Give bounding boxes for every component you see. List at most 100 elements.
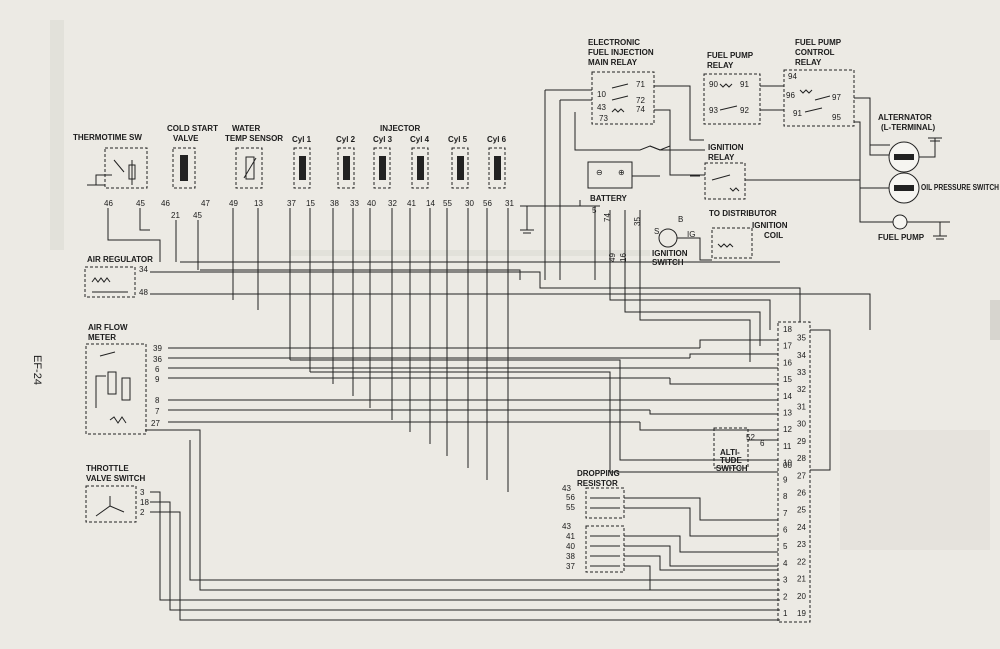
connector-pin: 12 <box>783 425 792 434</box>
altitude-label-1: ALTI- <box>720 448 740 457</box>
dropping-pin: 41 <box>566 532 575 541</box>
connector-pin: 33 <box>797 368 806 377</box>
ignition-switch: S B IG IGNITION SWITCH 49 16 <box>608 215 695 267</box>
injector-group: INJECTOR Cyl 1 37 15 Cyl 2 38 33 Cyl 3 4… <box>287 124 514 208</box>
ignition-coil: TO DISTRIBUTOR IGNITION COIL <box>709 209 788 259</box>
connector-pin: 10 <box>783 459 792 468</box>
connector-pin: 5 <box>783 542 788 551</box>
fuel-pump-relay: FUEL PUMP RELAY 90 91 93 92 <box>703 51 761 125</box>
connector-pin: 18 <box>783 325 792 334</box>
cold-start-label-2: VALVE <box>173 134 199 143</box>
ignition-coil-label-1: IGNITION <box>752 221 788 230</box>
battery-pin: 35 <box>633 217 642 226</box>
fpc-relay-pin: 95 <box>832 113 841 122</box>
connector-pin: 8 <box>783 492 788 501</box>
injector-cyl1: Cyl 1 37 15 <box>287 135 315 208</box>
connector-pin: 35 <box>797 334 806 343</box>
air-regulator-pin: 48 <box>139 288 148 297</box>
page-number: EF-24 <box>31 355 43 385</box>
connector-pin: 17 <box>783 342 792 351</box>
throttle-pin: 2 <box>140 508 145 517</box>
cyl-label: Cyl 3 <box>373 135 393 144</box>
alternator: ALTERNATOR (L-TERMINAL) <box>878 113 936 173</box>
ignition-switch-pin: IG <box>687 230 695 239</box>
cyl-label: Cyl 5 <box>448 135 468 144</box>
connector-pin: 34 <box>797 351 806 360</box>
air-flow-pin: 7 <box>155 407 160 416</box>
connector-pin: 27 <box>797 471 806 480</box>
battery-label: BATTERY <box>590 194 628 203</box>
connector-pin: 4 <box>783 559 788 568</box>
connector-pin: 15 <box>783 375 792 384</box>
ignition-relay-label-1: IGNITION <box>708 143 744 152</box>
injector-pin: 56 <box>483 199 492 208</box>
cold-start-pin: 46 <box>161 199 170 208</box>
ignition-switch-pin: 49 <box>608 253 617 262</box>
injector-pin: 55 <box>443 199 452 208</box>
fuel-pump-relay-pin: 92 <box>740 106 749 115</box>
air-regulator: AIR REGULATOR 34 48 <box>84 255 153 298</box>
injector-pin: 40 <box>367 199 376 208</box>
connector-pin: 7 <box>783 509 788 518</box>
air-flow-pin: 6 <box>155 365 160 374</box>
throttle-valve-switch: THROTTLE VALVE SWITCH 3 18 2 <box>85 464 149 523</box>
efi-relay-pin: 71 <box>636 80 645 89</box>
air-flow-pin: 39 <box>153 344 162 353</box>
alternator-label-1: ALTERNATOR <box>878 113 932 122</box>
fpc-relay-pin: 91 <box>793 109 802 118</box>
thermotime-pin: 45 <box>136 199 145 208</box>
dropping-resistor: DROPPING RESISTOR 43 56 55 43 41 40 38 3… <box>562 469 625 573</box>
injector-pin: 38 <box>330 199 339 208</box>
throttle-pin: 18 <box>140 498 149 507</box>
fpc-relay-label-2: CONTROL <box>795 48 835 57</box>
connector-pin: 24 <box>797 523 806 532</box>
cyl-label: Cyl 1 <box>292 135 312 144</box>
efi-relay-label-2: FUEL INJECTION <box>588 48 654 57</box>
alternator-label-2: (L-TERMINAL) <box>881 123 936 132</box>
battery-pin: 74 <box>603 213 612 222</box>
efi-relay-pin: 72 <box>636 96 645 105</box>
fuel-pump-relay-pin: 90 <box>709 80 718 89</box>
air-regulator-pin: 34 <box>139 265 148 274</box>
air-flow-pin: 27 <box>151 419 160 428</box>
wire-harness <box>107 85 942 621</box>
connector-pin: 16 <box>783 358 792 367</box>
battery-plus: ⊕ <box>618 168 625 177</box>
bleed-through-marks <box>50 20 1000 550</box>
connector-pin: 29 <box>797 437 806 446</box>
air-flow-pin: 9 <box>155 375 160 384</box>
efi-main-relay: ELECTRONIC FUEL INJECTION MAIN RELAY 71 … <box>588 38 655 125</box>
connector-pin: 25 <box>797 506 806 515</box>
connector-pin: 28 <box>797 454 806 463</box>
water-temp-label-2: TEMP SENSOR <box>225 134 283 143</box>
connector-pin: 1 <box>783 609 788 618</box>
ignition-relay-label-2: RELAY <box>708 153 735 162</box>
efi-relay-pin: 10 <box>597 90 606 99</box>
connector-pin: 3 <box>783 576 788 585</box>
battery-minus: ⊖ <box>596 168 603 177</box>
efi-relay-label-3: MAIN RELAY <box>588 58 638 67</box>
water-temp-sensor: WATER TEMP SENSOR 49 13 <box>225 124 283 208</box>
dropping-pin: 56 <box>566 493 575 502</box>
injector-cyl2: Cyl 2 38 33 <box>330 135 359 208</box>
injector-pin: 31 <box>505 199 514 208</box>
fpc-relay-label-3: RELAY <box>795 58 822 67</box>
ignition-relay: IGNITION RELAY <box>704 143 746 200</box>
fuel-pump-control-relay: FUEL PUMP CONTROL RELAY 94 96 97 91 95 <box>783 38 855 127</box>
oil-pressure-label: OIL PRESSURE SWITCH <box>921 183 999 192</box>
injector-pin: 41 <box>407 199 416 208</box>
injector-pin: 37 <box>287 199 296 208</box>
dropping-pin: 55 <box>566 503 575 512</box>
dropping-pin: 37 <box>566 562 575 571</box>
ignition-switch-pin: S <box>654 227 659 236</box>
efi-relay-pin: 74 <box>636 105 645 114</box>
connector-pin: 22 <box>797 557 806 566</box>
fpc-relay-pin: 94 <box>788 72 797 81</box>
injector-cyl6: Cyl 6 56 31 <box>483 135 514 208</box>
dropping-label-1: DROPPING <box>577 469 620 478</box>
connector-pin: 32 <box>797 385 806 394</box>
throttle-label-1: THROTTLE <box>86 464 129 473</box>
injector-pin: 30 <box>465 199 474 208</box>
